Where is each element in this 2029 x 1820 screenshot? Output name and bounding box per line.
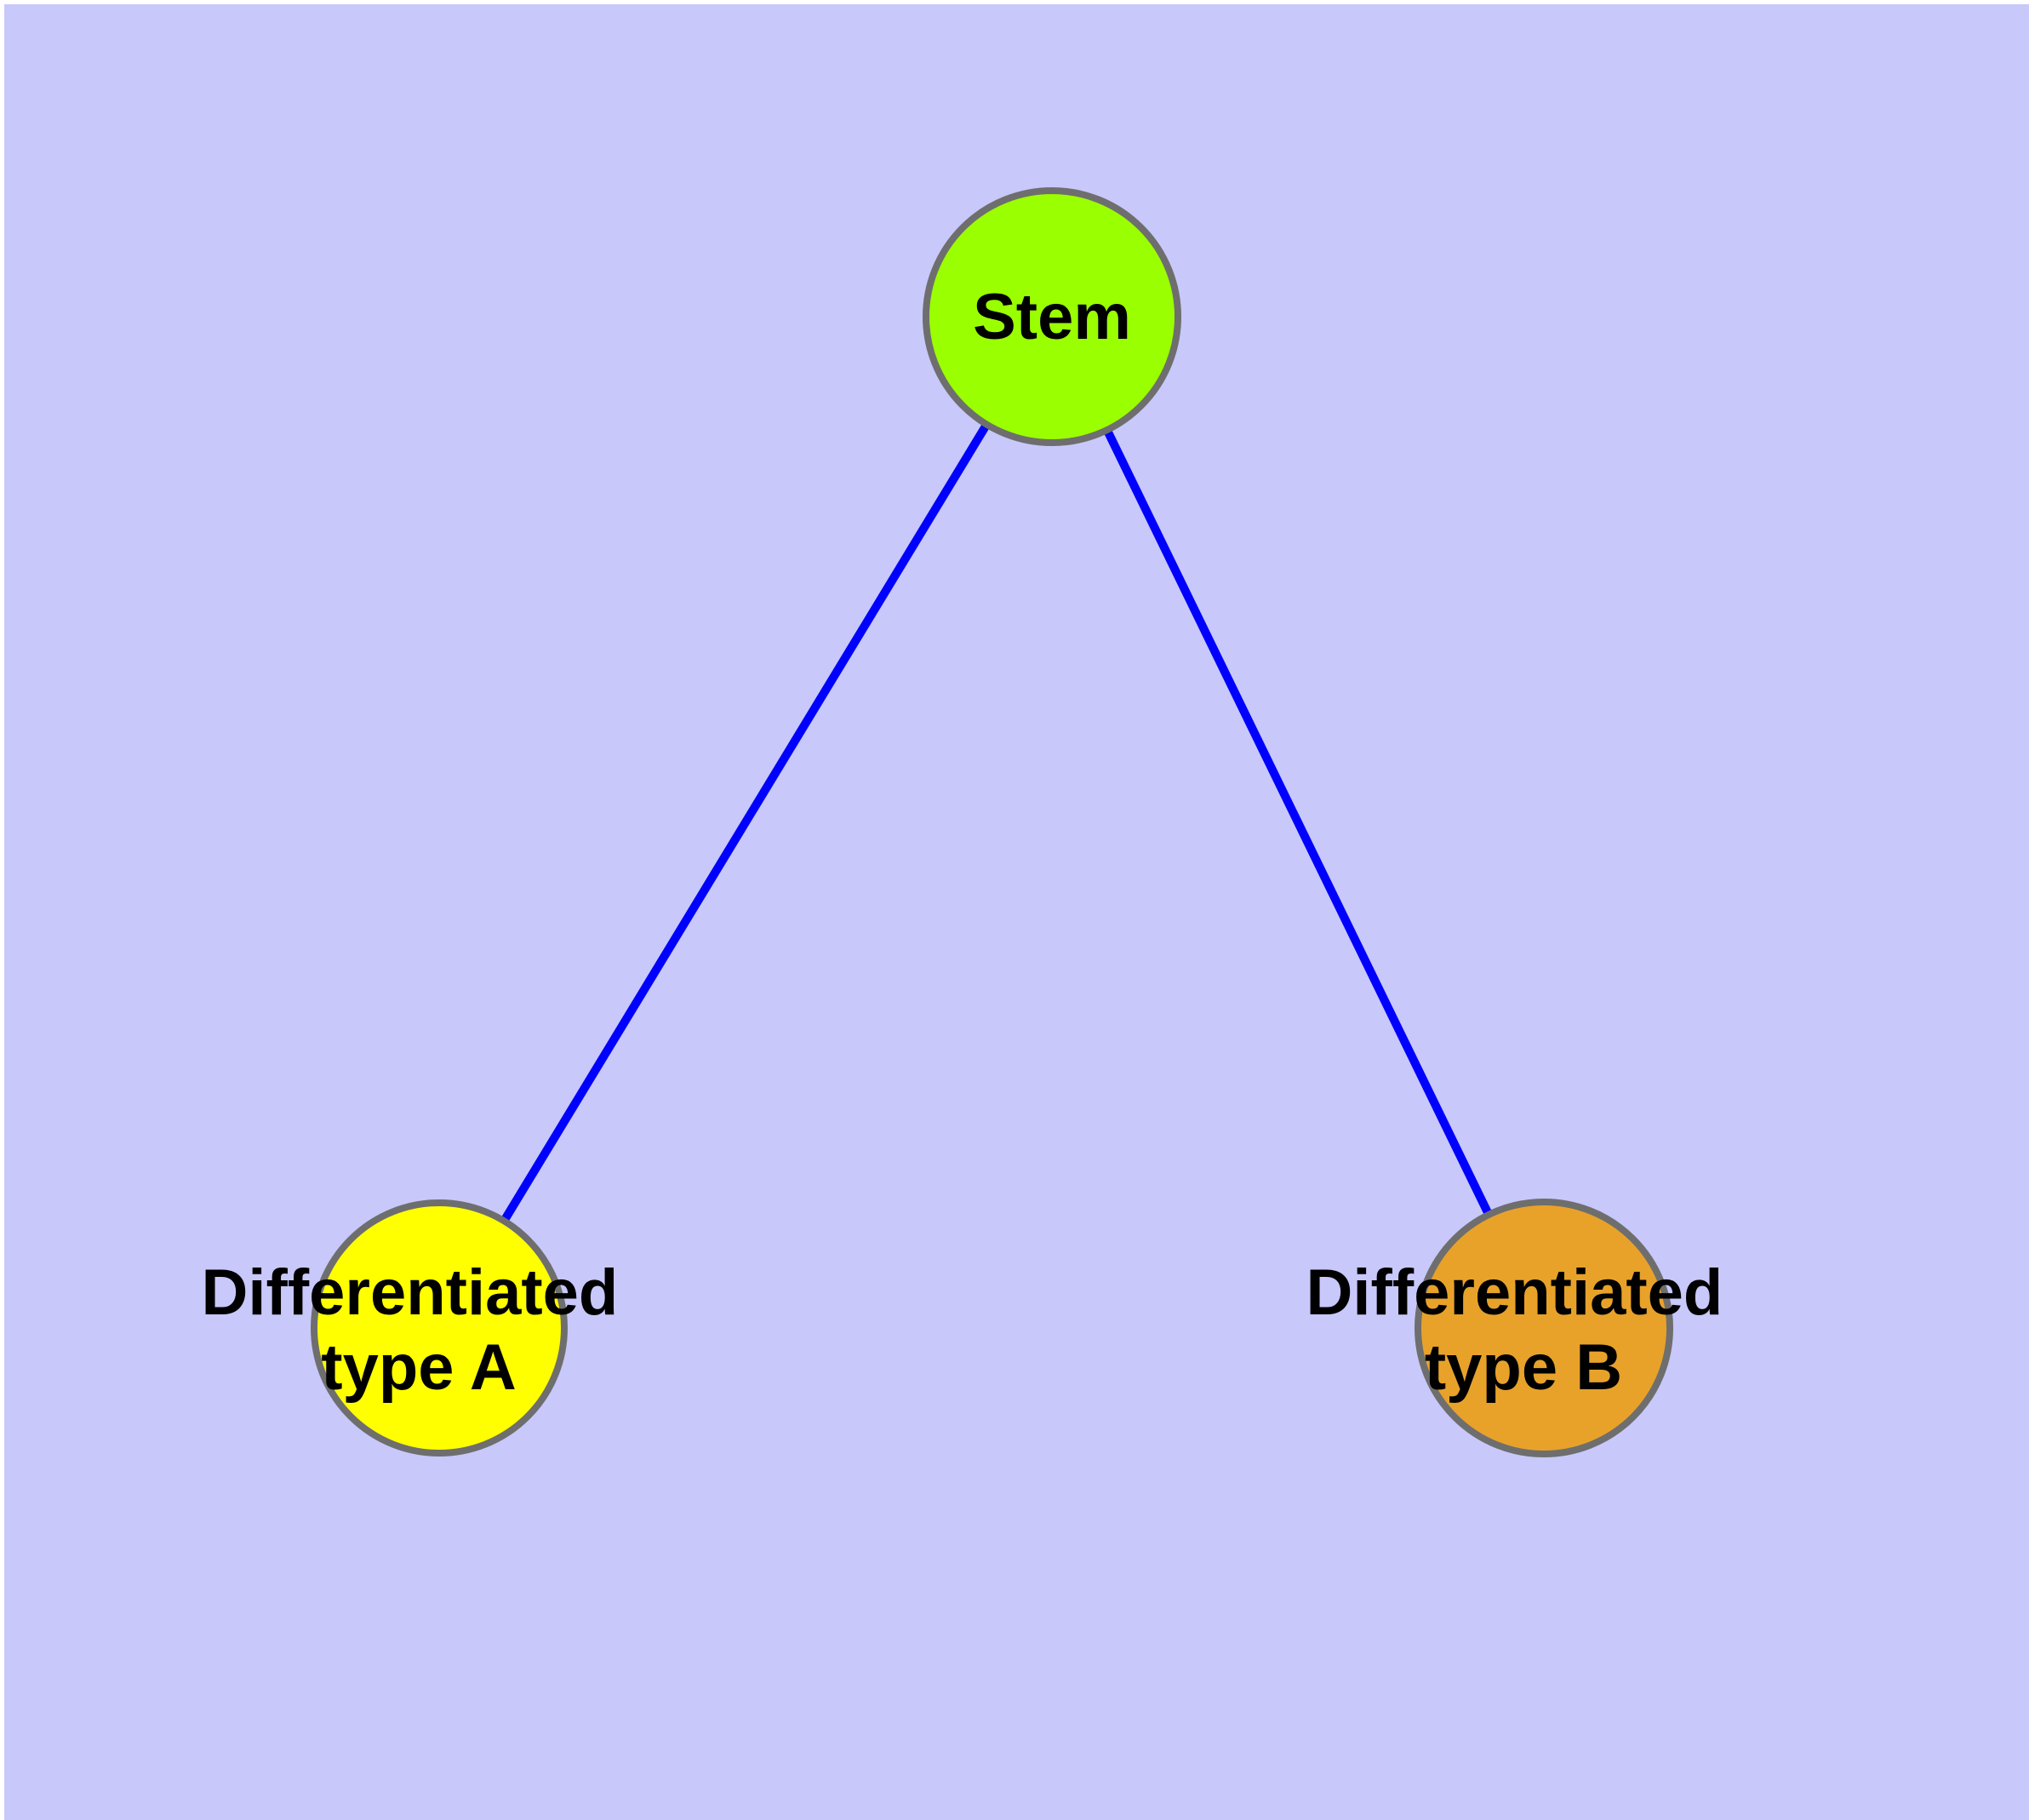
node-diff-b-label: Differentiated type B xyxy=(1306,1256,1741,1404)
node-diff-a-label: Differentiated type A xyxy=(202,1256,637,1404)
label-layer: Stem Differentiated type A Differentiate… xyxy=(202,281,1741,1404)
node-diff-b-circle[interactable] xyxy=(1415,1199,1673,1457)
node-diff-a-circle[interactable] xyxy=(311,1199,568,1457)
edge-stem-to-diff-b[interactable] xyxy=(1048,314,1548,1331)
edge-stem-to-diff-a[interactable] xyxy=(435,314,1056,1331)
node-stem-circle[interactable] xyxy=(923,187,1181,446)
node-diff-b-label-line-2: type B xyxy=(1425,1331,1622,1404)
node-diff-b-label-line-1: Differentiated xyxy=(1306,1256,1723,1329)
node-diff-a-label-line-1: Differentiated xyxy=(202,1256,619,1329)
node-stem-label-line-1: Stem xyxy=(973,281,1131,353)
node-layer xyxy=(311,187,1673,1457)
edge-layer xyxy=(435,314,1548,1331)
node-stem-label: Stem xyxy=(973,281,1131,353)
node-diff-a-label-line-2: type A xyxy=(321,1331,516,1404)
